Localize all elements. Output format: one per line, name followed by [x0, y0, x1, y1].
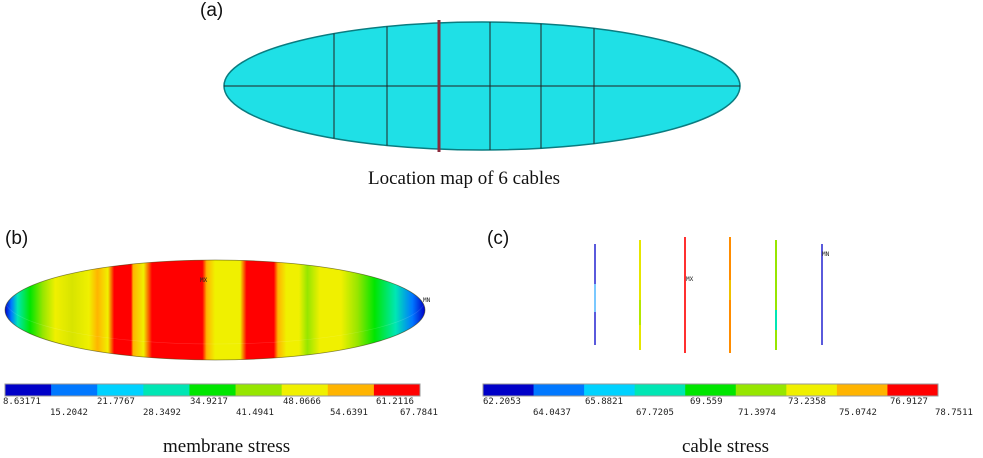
colorbar-swatch: [836, 384, 888, 396]
colorbar-swatch: [533, 384, 585, 396]
panel-c-label: (c): [487, 228, 510, 249]
panel-b-min-tag: MN: [423, 297, 431, 304]
legend-c-top-0: 62.2053: [483, 397, 521, 407]
colorbar-swatch: [189, 384, 237, 396]
colorbar-swatch: [327, 384, 375, 396]
legend-c-bottom-2: 71.3974: [738, 408, 776, 418]
legend-b-top-1: 21.7767: [97, 397, 135, 407]
legend-c-top-4: 76.9127: [890, 397, 928, 407]
membrane-stress-contour: [4, 259, 426, 361]
legend-c-bottom-1: 67.7205: [636, 408, 674, 418]
legend-b-top-2: 34.9217: [190, 397, 228, 407]
legend-c-bottom-4: 78.7511: [935, 408, 973, 418]
panel-b-caption: membrane stress: [163, 436, 291, 457]
legend-b-top-3: 48.0666: [283, 397, 321, 407]
legend-b-top-4: 61.2116: [376, 397, 414, 407]
legend-c-bottom-3: 75.0742: [839, 408, 877, 418]
colorbar-swatch: [235, 384, 283, 396]
membrane-stress-colorbar: [4, 383, 421, 397]
colorbar-swatch: [685, 384, 737, 396]
colorbar-swatch: [786, 384, 838, 396]
legend-b-bottom-4: 67.7841: [400, 408, 438, 418]
legend-c-top-2: 69.559: [690, 397, 723, 407]
colorbar-swatch: [143, 384, 190, 396]
legend-c-top-1: 65.8821: [585, 397, 623, 407]
colorbar-frame: [482, 383, 939, 397]
legend-b-bottom-1: 28.3492: [143, 408, 181, 418]
colorbar-swatch: [887, 384, 939, 396]
panel-c-caption: cable stress: [682, 436, 770, 457]
legend-c-bottom-0: 64.0437: [533, 408, 571, 418]
panel-b-max-tag: MX: [200, 277, 208, 284]
cable-location-map: [223, 20, 741, 152]
cable-stress-colorbar: [482, 383, 939, 397]
legend-c-top-3: 73.2358: [788, 397, 826, 407]
colorbar-swatch: [281, 384, 329, 396]
colorbar-swatch: [5, 384, 52, 396]
panel-b-label: (b): [5, 228, 29, 249]
panel-c-max-tag: MX: [686, 276, 694, 283]
panel-c-min-tag: MN: [822, 251, 830, 258]
legend-b-bottom-0: 15.2042: [50, 408, 88, 418]
panel-a-label: (a): [200, 0, 224, 21]
legend-b-bottom-3: 54.6391: [330, 408, 368, 418]
colorbar-swatch: [483, 384, 535, 396]
colorbar-swatch: [634, 384, 686, 396]
colorbar-swatch: [51, 384, 98, 396]
legend-b-top-0: 8.63171: [3, 397, 41, 407]
colorbar-swatch: [373, 384, 421, 396]
colorbar-frame: [4, 383, 421, 397]
colorbar-swatch: [97, 384, 144, 396]
legend-b-bottom-2: 41.4941: [236, 408, 274, 418]
colorbar-swatch: [735, 384, 787, 396]
panel-a-caption: Location map of 6 cables: [368, 168, 561, 189]
colorbar-swatch: [584, 384, 636, 396]
cable-stress-lines: [594, 237, 823, 353]
